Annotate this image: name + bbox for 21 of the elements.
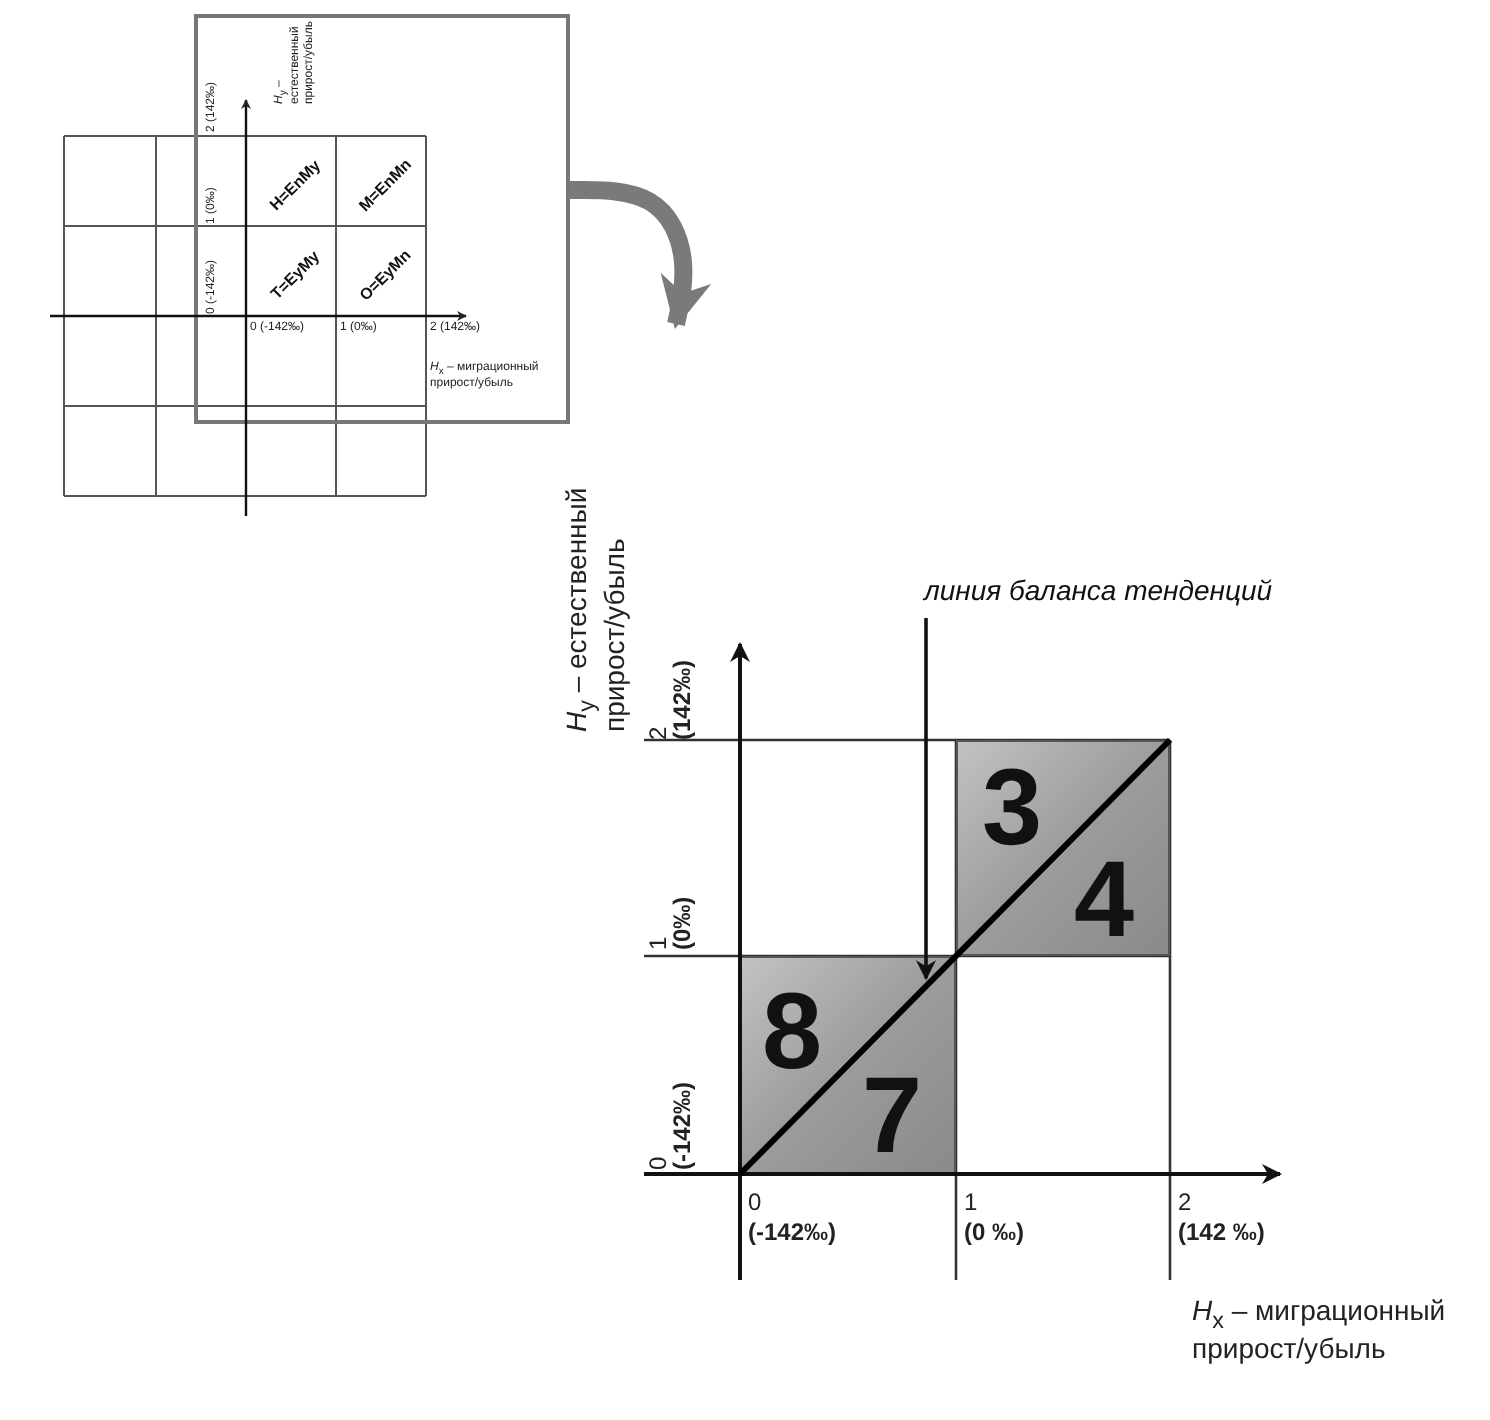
tick-label: 1 xyxy=(646,934,672,950)
region-number: 3 xyxy=(982,754,1043,862)
tick-label: (-142‰) xyxy=(670,1079,696,1170)
tick-label: (0‰) xyxy=(670,894,696,950)
tick-label: (0 ‰) xyxy=(964,1220,1026,1246)
tick-label: 1 xyxy=(964,1190,980,1216)
curved-arrow xyxy=(570,181,712,330)
region-number: 7 xyxy=(862,1062,923,1170)
tick-label: (142‰) xyxy=(670,657,696,740)
tick-label: 2 xyxy=(646,724,672,740)
tick-label: 0 xyxy=(646,1154,672,1170)
tick-label: 0 xyxy=(748,1190,764,1216)
leader-arrow xyxy=(916,618,936,981)
tick-label: 2 xyxy=(1178,1190,1194,1216)
tick-label: (-142‰) xyxy=(748,1220,839,1246)
axis-title: H$_{x}$ – миграционный прирост/убыль xyxy=(1192,1296,1448,1364)
inset-frame xyxy=(194,14,570,424)
annotation-label: линия баланса тенденций xyxy=(924,576,1273,604)
region-number: 8 xyxy=(762,978,823,1086)
tick-label: (142 ‰) xyxy=(1178,1220,1267,1246)
region-number: 4 xyxy=(1074,846,1135,954)
